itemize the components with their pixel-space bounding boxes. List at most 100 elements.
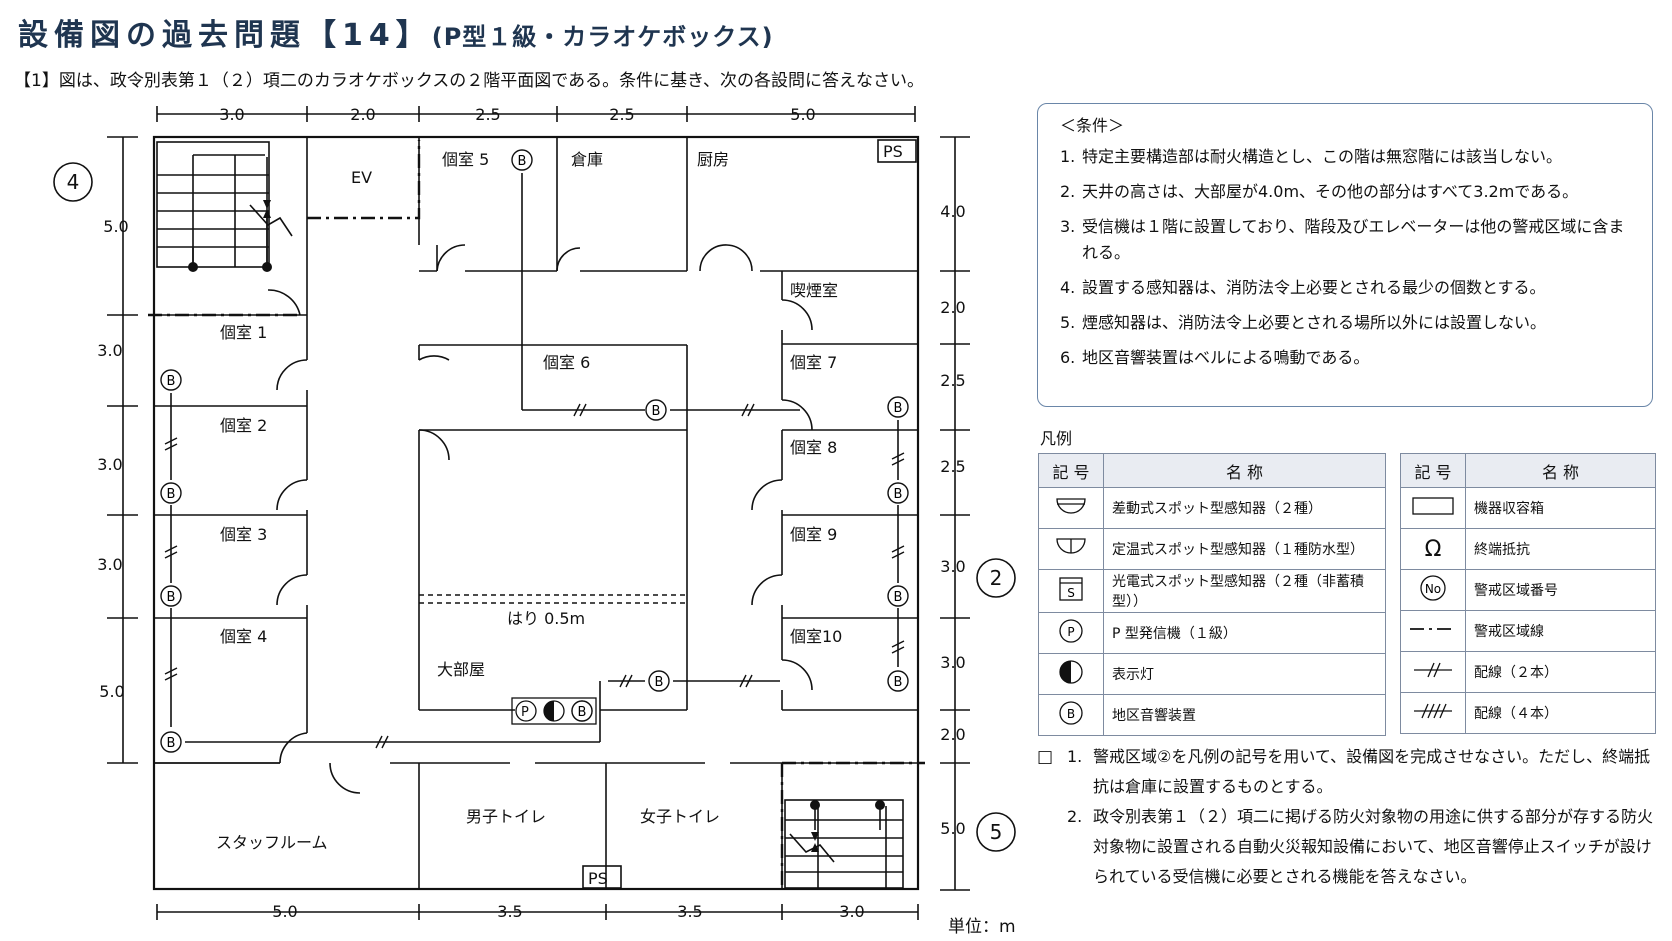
room-3: 個室 3	[220, 525, 267, 544]
svg-text:No: No	[1425, 582, 1441, 596]
dim-right-2: 2.0	[940, 298, 965, 317]
condition-item: 4.設置する感知器は、消防法令上必要とされる最少の個数とする。	[1060, 278, 1546, 297]
bell-label: B	[518, 154, 527, 169]
indicator-lamp-icon	[1038, 653, 1104, 695]
legend-name: 警戒区域番号	[1465, 569, 1656, 611]
ps-top: PS	[883, 142, 903, 161]
bell-label: B	[167, 374, 176, 389]
question-2: 2. 政令別表第１（２）項二に掲げる防火対象物の用途に供する部分が存する防火対象…	[1067, 807, 1654, 886]
page-title: 設備図の過去問題【14】(P型１級・カラオケボックス)	[18, 18, 774, 53]
legend-name: 配線（２本）	[1465, 651, 1656, 693]
legend-table-right: 記 号名 称 機器収容箱 Ω 終端抵抗 No 警戒区域番号 警戒区域線 配線（２…	[1400, 453, 1656, 734]
room-smoking: 喫煙室	[790, 281, 838, 300]
room-8: 個室 8	[790, 438, 837, 457]
bell-label: B	[652, 404, 661, 419]
dim-right-4: 2.5	[940, 457, 965, 476]
svg-text:B: B	[1067, 707, 1075, 721]
zone-number-2: 2	[990, 566, 1003, 590]
zone-line-icon	[1400, 610, 1466, 652]
room-staff: スタッフルーム	[216, 833, 328, 852]
bell-icon	[887, 396, 909, 418]
bell-label: B	[894, 675, 903, 690]
bell-icon: B	[1038, 694, 1104, 736]
unit-label: 単位：m	[948, 917, 1016, 937]
legend-name: 機器収容箱	[1465, 487, 1656, 529]
zone-number-4: 4	[67, 170, 80, 194]
question-1: □ 1. 警戒区域②を凡例の記号を用いて、設備図を完成させなさい。ただし、終端抵…	[1037, 742, 1662, 802]
equipment-box-icon	[1400, 487, 1466, 529]
legend-name: 差動式スポット型感知器（２種）	[1103, 487, 1386, 529]
bell-icon	[160, 731, 182, 753]
wiring-2-icon	[1400, 651, 1466, 693]
legend-name: 表示灯	[1103, 653, 1386, 695]
dim-right-7: 2.0	[940, 725, 965, 744]
bell-icon	[160, 369, 182, 391]
smoke-detector-icon: S	[1038, 569, 1104, 613]
conditions-heading: ＜条件＞	[1060, 116, 1125, 135]
condition-item: 1.特定主要構造部は耐火構造とし、この階は無窓階には該当しない。	[1060, 147, 1563, 166]
legend-name: 配線（４本）	[1465, 692, 1656, 734]
bell-label: B	[167, 736, 176, 751]
dim-top-2: 2.0	[350, 105, 375, 124]
bell-label: B	[894, 487, 903, 502]
dim-left-1: 5.0	[103, 217, 128, 236]
bell-label: B	[894, 590, 903, 605]
room-6: 個室 6	[543, 353, 590, 372]
dim-bottom-4: 3.0	[839, 902, 864, 921]
legend-name: 警戒区域線	[1465, 610, 1656, 652]
page-subtitle: (P型１級・カラオケボックス)	[431, 23, 774, 51]
conditions-box: ＜条件＞ 1.特定主要構造部は耐火構造とし、この階は無窓階には該当しない。 2.…	[1037, 103, 1653, 407]
svg-text:S: S	[1067, 586, 1075, 600]
bell-label: B	[167, 590, 176, 605]
dim-top-5: 5.0	[790, 105, 815, 124]
terminal-resistor-icon: Ω	[1400, 528, 1466, 570]
instruction-text: 【1】図は、政令別表第１（２）項二のカラオケボックスの２階平面図である。条件に基…	[14, 71, 924, 91]
legend-name: 定温式スポット型感知器（１種防水型）	[1103, 528, 1386, 570]
room-4: 個室 4	[220, 627, 267, 646]
bell-icon	[887, 585, 909, 607]
bell-icon	[571, 700, 593, 722]
p-transmitter-icon: P	[1038, 612, 1104, 654]
room-men: 男子トイレ	[466, 807, 546, 826]
legend-col-name: 名 称	[1103, 453, 1386, 488]
room-storage: 倉庫	[571, 150, 603, 169]
room-hall: 大部屋	[437, 660, 485, 679]
legend-table-left: 記 号名 称 差動式スポット型感知器（２種） 定温式スポット型感知器（１種防水型…	[1038, 453, 1386, 736]
dim-top-4: 2.5	[609, 105, 634, 124]
legend-col-symbol: 記 号	[1038, 453, 1104, 488]
condition-item: 2.天井の高さは、大部屋が4.0m、その他の部分はすべて3.2mである。	[1060, 182, 1579, 201]
room-10: 個室10	[790, 627, 842, 646]
beam-label: はり 0.5m	[507, 609, 585, 628]
dim-top-1: 3.0	[219, 105, 244, 124]
dim-bottom-3: 3.5	[677, 902, 702, 921]
dim-bottom-1: 5.0	[272, 902, 297, 921]
legend-col-symbol: 記 号	[1400, 453, 1466, 488]
bell-icon	[645, 399, 667, 421]
bell-icon	[160, 482, 182, 504]
bell-icon	[887, 482, 909, 504]
bell-icon	[511, 149, 533, 171]
room-women: 女子トイレ	[640, 807, 720, 826]
bell-icon	[160, 585, 182, 607]
dim-left-4: 3.0	[97, 555, 122, 574]
wiring-4-icon	[1400, 692, 1466, 734]
questions: □ 1. 警戒区域②を凡例の記号を用いて、設備図を完成させなさい。ただし、終端抵…	[1037, 742, 1662, 892]
bell-label: B	[894, 401, 903, 416]
dim-right-5: 3.0	[940, 557, 965, 576]
legend-title: 凡例	[1040, 429, 1073, 448]
bell-label: B	[167, 487, 176, 502]
differential-detector-icon	[1038, 487, 1104, 529]
bell-icon	[887, 670, 909, 692]
dim-left-2: 3.0	[97, 341, 122, 360]
zone-number-5: 5	[990, 820, 1003, 844]
dim-left-5: 5.0	[99, 682, 124, 701]
legend-col-name: 名 称	[1465, 453, 1656, 488]
legend-name: 光電式スポット型感知器（２種（非蓄積型））	[1103, 569, 1386, 613]
fixed-temp-detector-icon	[1038, 528, 1104, 570]
room-5: 個室 5	[442, 150, 489, 169]
bell-label: B	[655, 675, 664, 690]
condition-item: 6.地区音響装置はベルによる鳴動である。	[1060, 348, 1370, 367]
legend-name: 地区音響装置	[1103, 694, 1386, 736]
room-9: 個室 9	[790, 525, 837, 544]
